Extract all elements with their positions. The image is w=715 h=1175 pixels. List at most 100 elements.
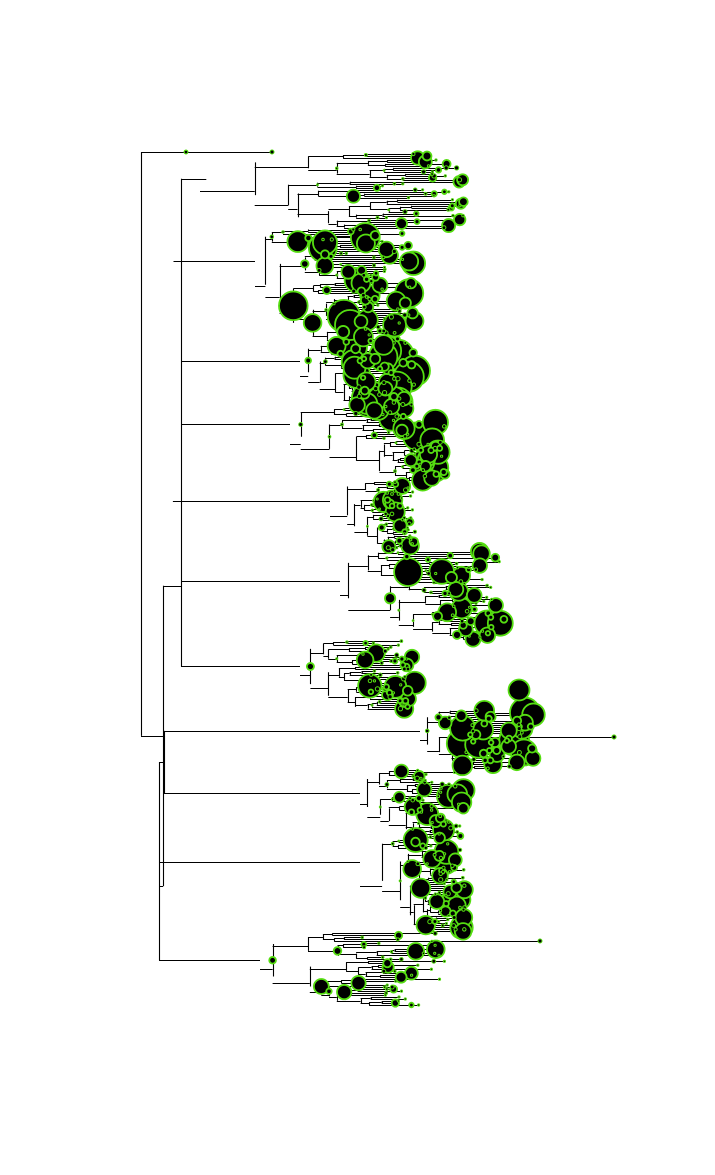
tree-node-marker [375, 324, 381, 330]
tree-node-marker [385, 983, 389, 987]
tree-node-marker [386, 647, 390, 651]
tree-node-marker [412, 447, 417, 452]
tree-node-marker [394, 970, 408, 984]
tree-node-marker [360, 355, 368, 362]
tree-node-marker [611, 734, 617, 740]
tree-node-marker [480, 719, 489, 728]
tree-node-marker [269, 149, 275, 155]
tree-node-marker [409, 466, 417, 474]
tree-node-marker [471, 756, 477, 762]
tree-node-marker [450, 863, 455, 869]
tree-node-marker [451, 754, 474, 777]
tree-node-marker [396, 999, 400, 1003]
tree-node-marker [431, 958, 437, 964]
tree-node-marker [439, 790, 443, 794]
tree-node-marker [449, 202, 456, 209]
tree-node-marker [377, 240, 396, 259]
tree-node-marker [409, 538, 413, 542]
tree-node-marker [332, 301, 336, 306]
tree-node-marker [414, 420, 424, 429]
tree-node-marker [403, 553, 411, 561]
tree-node-marker [424, 728, 430, 734]
tree-node-marker [388, 957, 393, 962]
tree-node-marker [382, 958, 393, 969]
tree-node-marker [397, 608, 401, 612]
tree-node-marker [401, 703, 405, 707]
tree-node-marker [372, 255, 376, 260]
tree-node-marker [399, 957, 404, 962]
tree-node-marker [390, 797, 395, 801]
node-marker-layer [183, 149, 617, 1009]
tree-node-marker [393, 557, 424, 587]
tree-node-marker [453, 922, 473, 941]
tree-node-marker [462, 927, 467, 932]
tree-node-marker [350, 343, 361, 355]
tree-node-marker [351, 288, 357, 294]
tree-node-marker [316, 267, 322, 273]
tree-node-marker [404, 277, 418, 290]
tree-node-marker [431, 612, 434, 616]
tree-node-marker [406, 528, 410, 532]
tree-node-marker [406, 942, 426, 961]
tree-node-marker [396, 551, 400, 555]
tree-node-marker [383, 511, 388, 517]
tree-node-marker [381, 255, 386, 260]
tree-node-marker [335, 273, 339, 277]
tree-node-marker [413, 218, 421, 225]
tree-node-marker [416, 821, 421, 826]
tree-node-marker [394, 335, 401, 343]
tree-node-marker [464, 750, 469, 755]
tree-node-marker [367, 297, 372, 302]
tree-node-marker [369, 352, 382, 365]
tree-node-marker [393, 469, 397, 473]
tree-node-marker [441, 869, 446, 874]
tree-node-marker [339, 251, 344, 256]
tree-node-marker [183, 149, 189, 155]
tree-node-marker [453, 165, 460, 171]
tree-node-marker [467, 566, 471, 570]
tree-node-marker [455, 565, 460, 570]
tree-node-marker [516, 722, 522, 727]
tree-node-marker [370, 294, 380, 304]
tree-node-marker [403, 675, 407, 679]
tree-node-marker [400, 518, 405, 522]
tree-node-marker [474, 601, 478, 606]
tree-node-marker [415, 861, 421, 867]
tree-node-marker [391, 248, 397, 254]
tree-node-marker [399, 639, 404, 643]
tree-node-marker [394, 414, 400, 419]
tree-node-marker [405, 666, 411, 672]
tree-node-marker [361, 652, 365, 656]
tree-node-marker [389, 984, 395, 990]
tree-node-marker [413, 453, 417, 457]
tree-node-marker [393, 763, 410, 780]
tree-node-marker [503, 737, 511, 744]
tree-node-marker [450, 613, 455, 618]
tree-node-marker [382, 265, 387, 269]
tree-node-marker [450, 878, 457, 885]
tree-node-marker [407, 313, 411, 317]
tree-node-marker [416, 441, 422, 447]
tree-node-marker [432, 580, 436, 585]
tree-node-marker [396, 502, 404, 510]
tree-node-marker [451, 213, 455, 218]
tree-node-marker [423, 191, 428, 196]
tree-node-marker [391, 400, 397, 405]
tree-node-marker [365, 524, 369, 528]
tree-node-marker [351, 227, 356, 232]
tree-node-marker [384, 216, 388, 220]
tree-node-marker [304, 356, 312, 365]
tree-node-marker [436, 444, 444, 452]
tree-node-marker [391, 418, 396, 422]
tree-node-marker [447, 820, 451, 824]
tree-node-marker [329, 237, 334, 242]
tree-node-marker [433, 943, 437, 947]
tree-node-marker [392, 376, 397, 381]
tree-node-marker [458, 579, 464, 584]
tree-node-marker [437, 439, 443, 445]
tree-node-marker [451, 604, 456, 609]
tree-node-marker [348, 396, 366, 414]
tree-node-marker [323, 359, 328, 364]
tree-node-marker [373, 385, 379, 392]
